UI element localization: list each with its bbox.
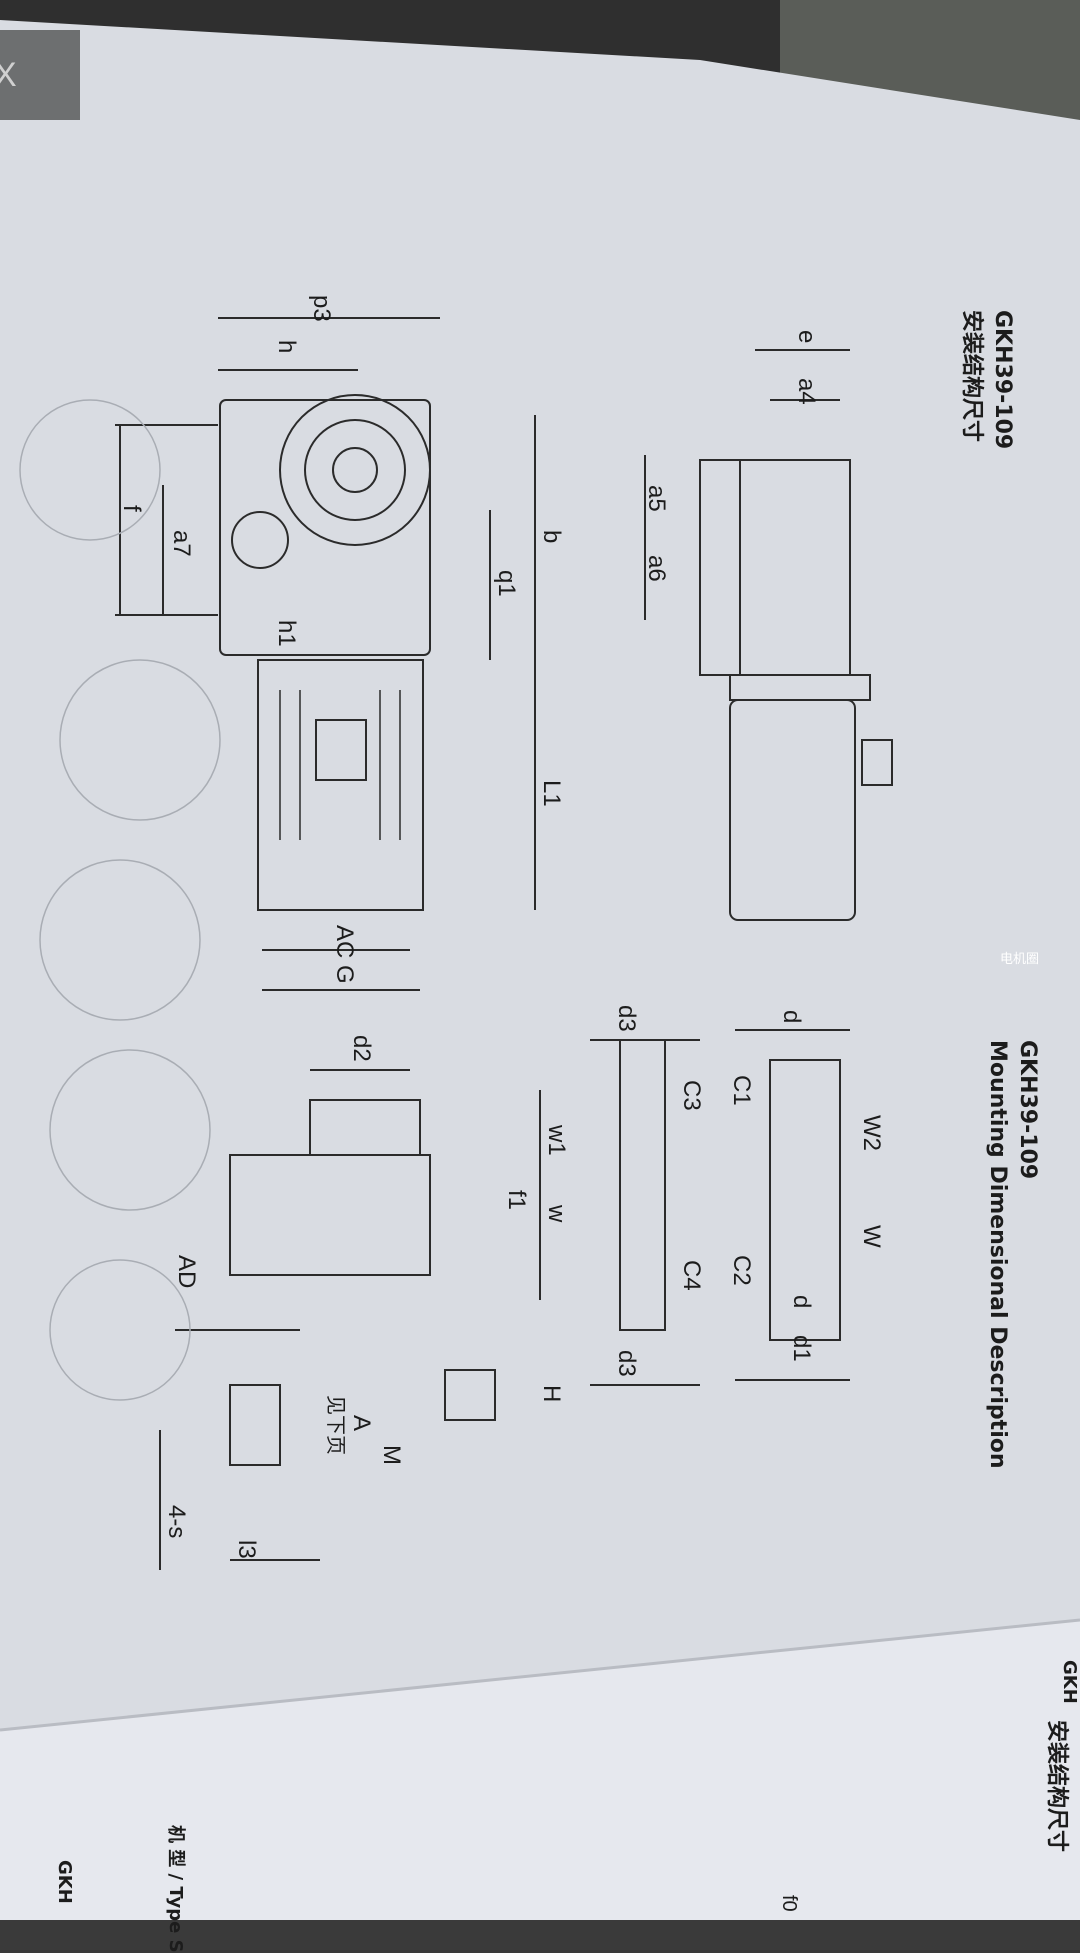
dim-h: h [273, 340, 300, 354]
dim-C1: C1 [728, 1075, 755, 1106]
dim-h1: h1 [273, 620, 300, 647]
dim-b: b [538, 530, 565, 544]
title-cn: 安装结构尺寸 [959, 310, 984, 443]
dim-e: e [793, 330, 820, 344]
dim-a5: a5 [643, 485, 670, 512]
dim-d3-bottom: d3 [613, 1350, 640, 1377]
page-sheet [0, 20, 1080, 1730]
dim-4-s: 4-s [163, 1505, 190, 1539]
close-button[interactable]: X [0, 30, 80, 120]
dim-L1: L1 [538, 780, 565, 807]
dim-a4: a4 [793, 378, 820, 405]
dim-d-bottom: d [788, 1295, 815, 1309]
dim-a6: a6 [643, 555, 670, 582]
dim-d2: d2 [348, 1035, 375, 1062]
dim-W2: W2 [858, 1115, 885, 1151]
model-title-top: GKH39-109 [990, 310, 1015, 450]
dim-AC: AC [331, 925, 358, 959]
next-page-sheet [0, 1620, 1080, 1920]
dim-G: G [331, 965, 358, 984]
dim-W: W [858, 1225, 885, 1248]
dim-C2: C2 [728, 1255, 755, 1286]
dim-p3: p3 [308, 295, 335, 322]
dim-l3: l3 [233, 1540, 260, 1559]
title-en: Mounting Dimensional Description [985, 1040, 1010, 1469]
dim-q1: q1 [493, 570, 520, 597]
next-page-table-header: 机 型 / Type S [165, 1825, 186, 1953]
next-page-table-row: GKH [54, 1860, 75, 1904]
dim-a7: a7 [168, 530, 195, 557]
dim-d3-top: d3 [613, 1005, 640, 1032]
dim-AD: AD [173, 1255, 200, 1289]
dim-f: f [118, 505, 145, 512]
dim-f1: f1 [503, 1190, 530, 1211]
dim-d1: d1 [788, 1335, 815, 1362]
dim-C3: C3 [678, 1080, 705, 1111]
dim-H: H [538, 1385, 565, 1403]
next-page-title-cn: 安装结构尺寸 [1044, 1720, 1069, 1853]
faded-bleed-through [19, 399, 221, 1401]
see-next-page: 见下页 [324, 1395, 346, 1455]
gearbox-drawing [115, 317, 893, 1570]
dim-M: M [378, 1445, 405, 1465]
next-page-model: GKH [1059, 1660, 1080, 1704]
dim-w: w [543, 1205, 570, 1223]
dim-C4: C4 [678, 1260, 705, 1291]
dim-w1: w1 [543, 1125, 570, 1156]
dim-d-top: d [778, 1010, 805, 1024]
watermark: 电机圈 [1000, 951, 1040, 966]
model-title-right: GKH39-109 [1015, 1040, 1040, 1180]
next-page-dim-f0: f0 [778, 1895, 800, 1912]
